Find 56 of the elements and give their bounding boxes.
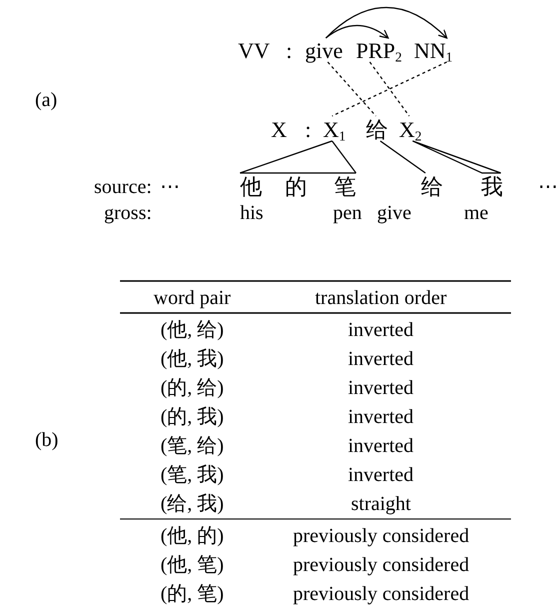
source-word: 我	[481, 176, 503, 198]
rule-variable: X$_{2}$	[399, 119, 422, 141]
span-line	[332, 140, 356, 174]
order-text: previously considered	[293, 584, 470, 604]
row-label: source:	[94, 177, 152, 197]
ellipsis-text: ⋯	[538, 177, 558, 197]
colon-text: :	[305, 119, 312, 141]
column-header: translation order	[315, 288, 447, 308]
span-line	[240, 140, 332, 174]
rule-word: give	[305, 40, 343, 62]
panel-label: (a)	[35, 90, 58, 110]
alignment-line	[332, 61, 448, 117]
word-pair-text: (给, 我)	[160, 494, 224, 514]
word-pair-text: (的, 笔)	[160, 584, 224, 604]
alignment-line	[327, 62, 376, 116]
ellipsis-text: ⋯	[160, 177, 180, 197]
rule-variable: X$_{1}$	[323, 119, 346, 141]
colon-text: :	[286, 40, 292, 62]
source-word: 的	[285, 176, 307, 198]
word-pair-text: (他, 的)	[160, 526, 224, 546]
gloss-word: pen	[333, 203, 362, 223]
order-text: inverted	[348, 407, 414, 427]
row-label: gross:	[104, 203, 152, 223]
rule-word: 给	[366, 119, 388, 141]
rule-tag: PRP$_{2}$	[356, 40, 402, 62]
word-pair-text: (笔, 给)	[160, 436, 224, 456]
word-pair-text: (他, 我)	[160, 349, 224, 369]
word-pair-text: (他, 笔)	[160, 555, 224, 575]
word-pair-text: (笔, 我)	[160, 465, 224, 485]
word-pair-text: (的, 我)	[160, 407, 224, 427]
gloss-word: me	[464, 203, 488, 223]
order-text: inverted	[348, 320, 414, 340]
source-word: 他	[240, 176, 262, 198]
reorder-arrow	[325, 6, 448, 39]
order-text: inverted	[348, 378, 414, 398]
category-label: VV	[238, 40, 270, 62]
column-header: word pair	[154, 288, 231, 308]
alignment-line	[369, 62, 410, 116]
category-label: X	[271, 119, 287, 141]
panel-label: (b)	[35, 430, 58, 450]
order-text: inverted	[348, 465, 414, 485]
order-text: straight	[351, 494, 411, 514]
word-pair-text: (的, 给)	[160, 378, 224, 398]
span-triangle	[412, 140, 502, 174]
source-word: 给	[421, 176, 443, 198]
gloss-word: give	[377, 203, 412, 223]
word-pair-text: (他, 给)	[160, 320, 224, 340]
reorder-arrow	[325, 24, 389, 39]
rule-tag: NN$_{1}$	[414, 40, 453, 62]
alignment-line	[380, 140, 426, 174]
order-text: inverted	[348, 349, 414, 369]
order-text: inverted	[348, 436, 414, 456]
order-text: previously considered	[293, 555, 470, 575]
order-text: previously considered	[293, 526, 470, 546]
source-word: 笔	[334, 176, 356, 198]
gloss-word: his	[240, 203, 264, 223]
